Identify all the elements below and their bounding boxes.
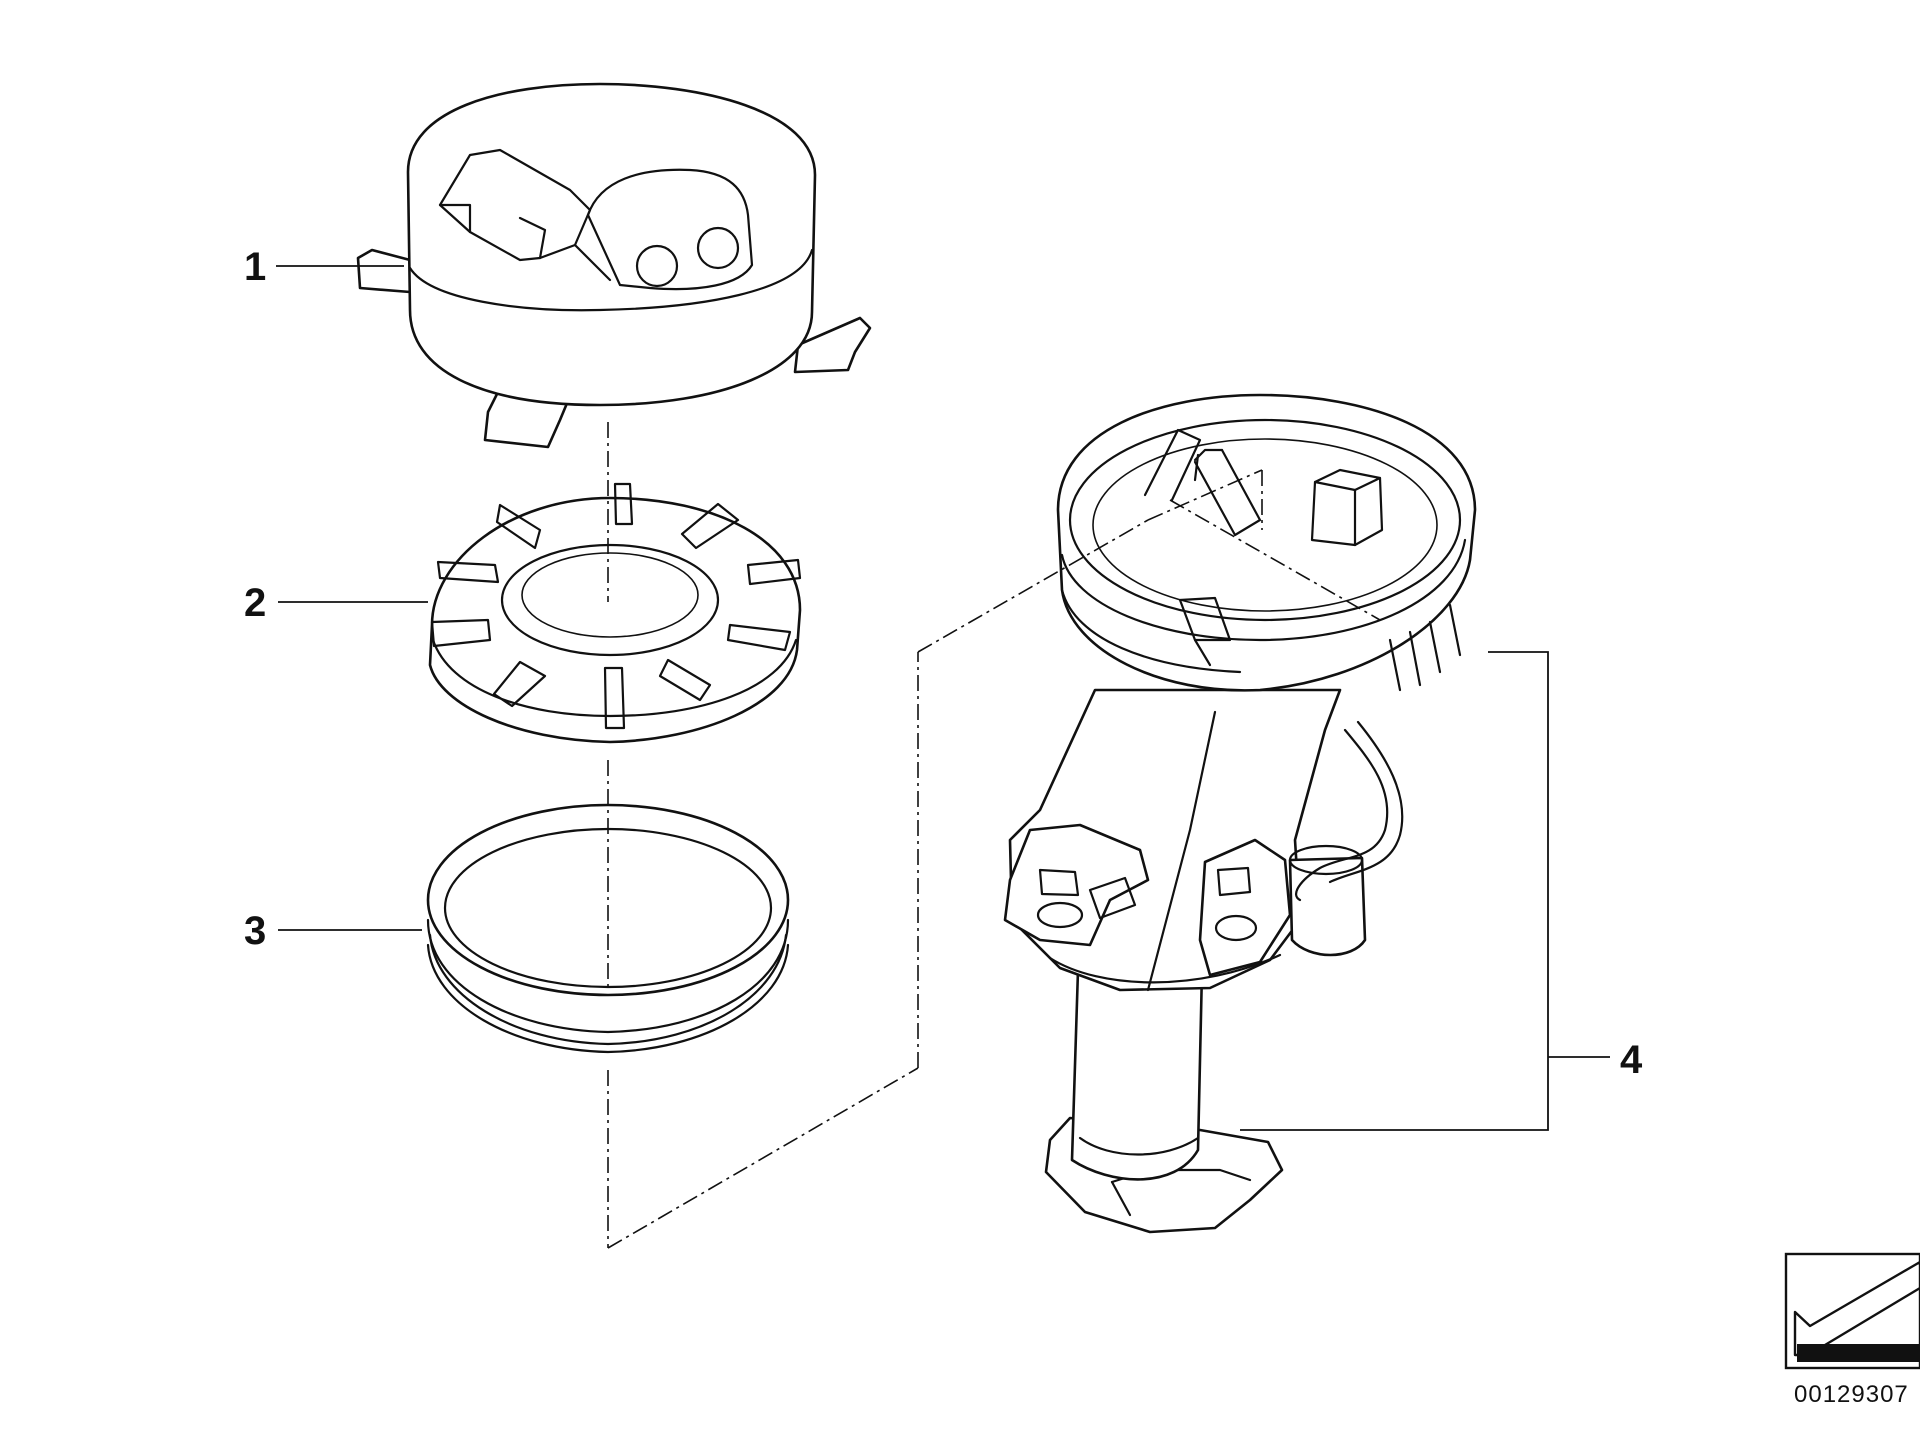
callout-3: 3 xyxy=(244,909,266,953)
assembly-axis-lines xyxy=(607,422,1381,1249)
arrow-down-left-icon xyxy=(1784,1252,1920,1370)
part-4-pump-assembly xyxy=(1003,393,1477,1234)
callout-4: 4 xyxy=(1620,1038,1643,1082)
part-2-lock-ring xyxy=(428,482,802,744)
leader-lines xyxy=(276,265,1610,1131)
callout-1: 1 xyxy=(244,245,266,289)
part-1-cover xyxy=(356,82,872,449)
callout-2: 2 xyxy=(244,581,266,625)
document-number: 00129307 xyxy=(1794,1381,1909,1408)
